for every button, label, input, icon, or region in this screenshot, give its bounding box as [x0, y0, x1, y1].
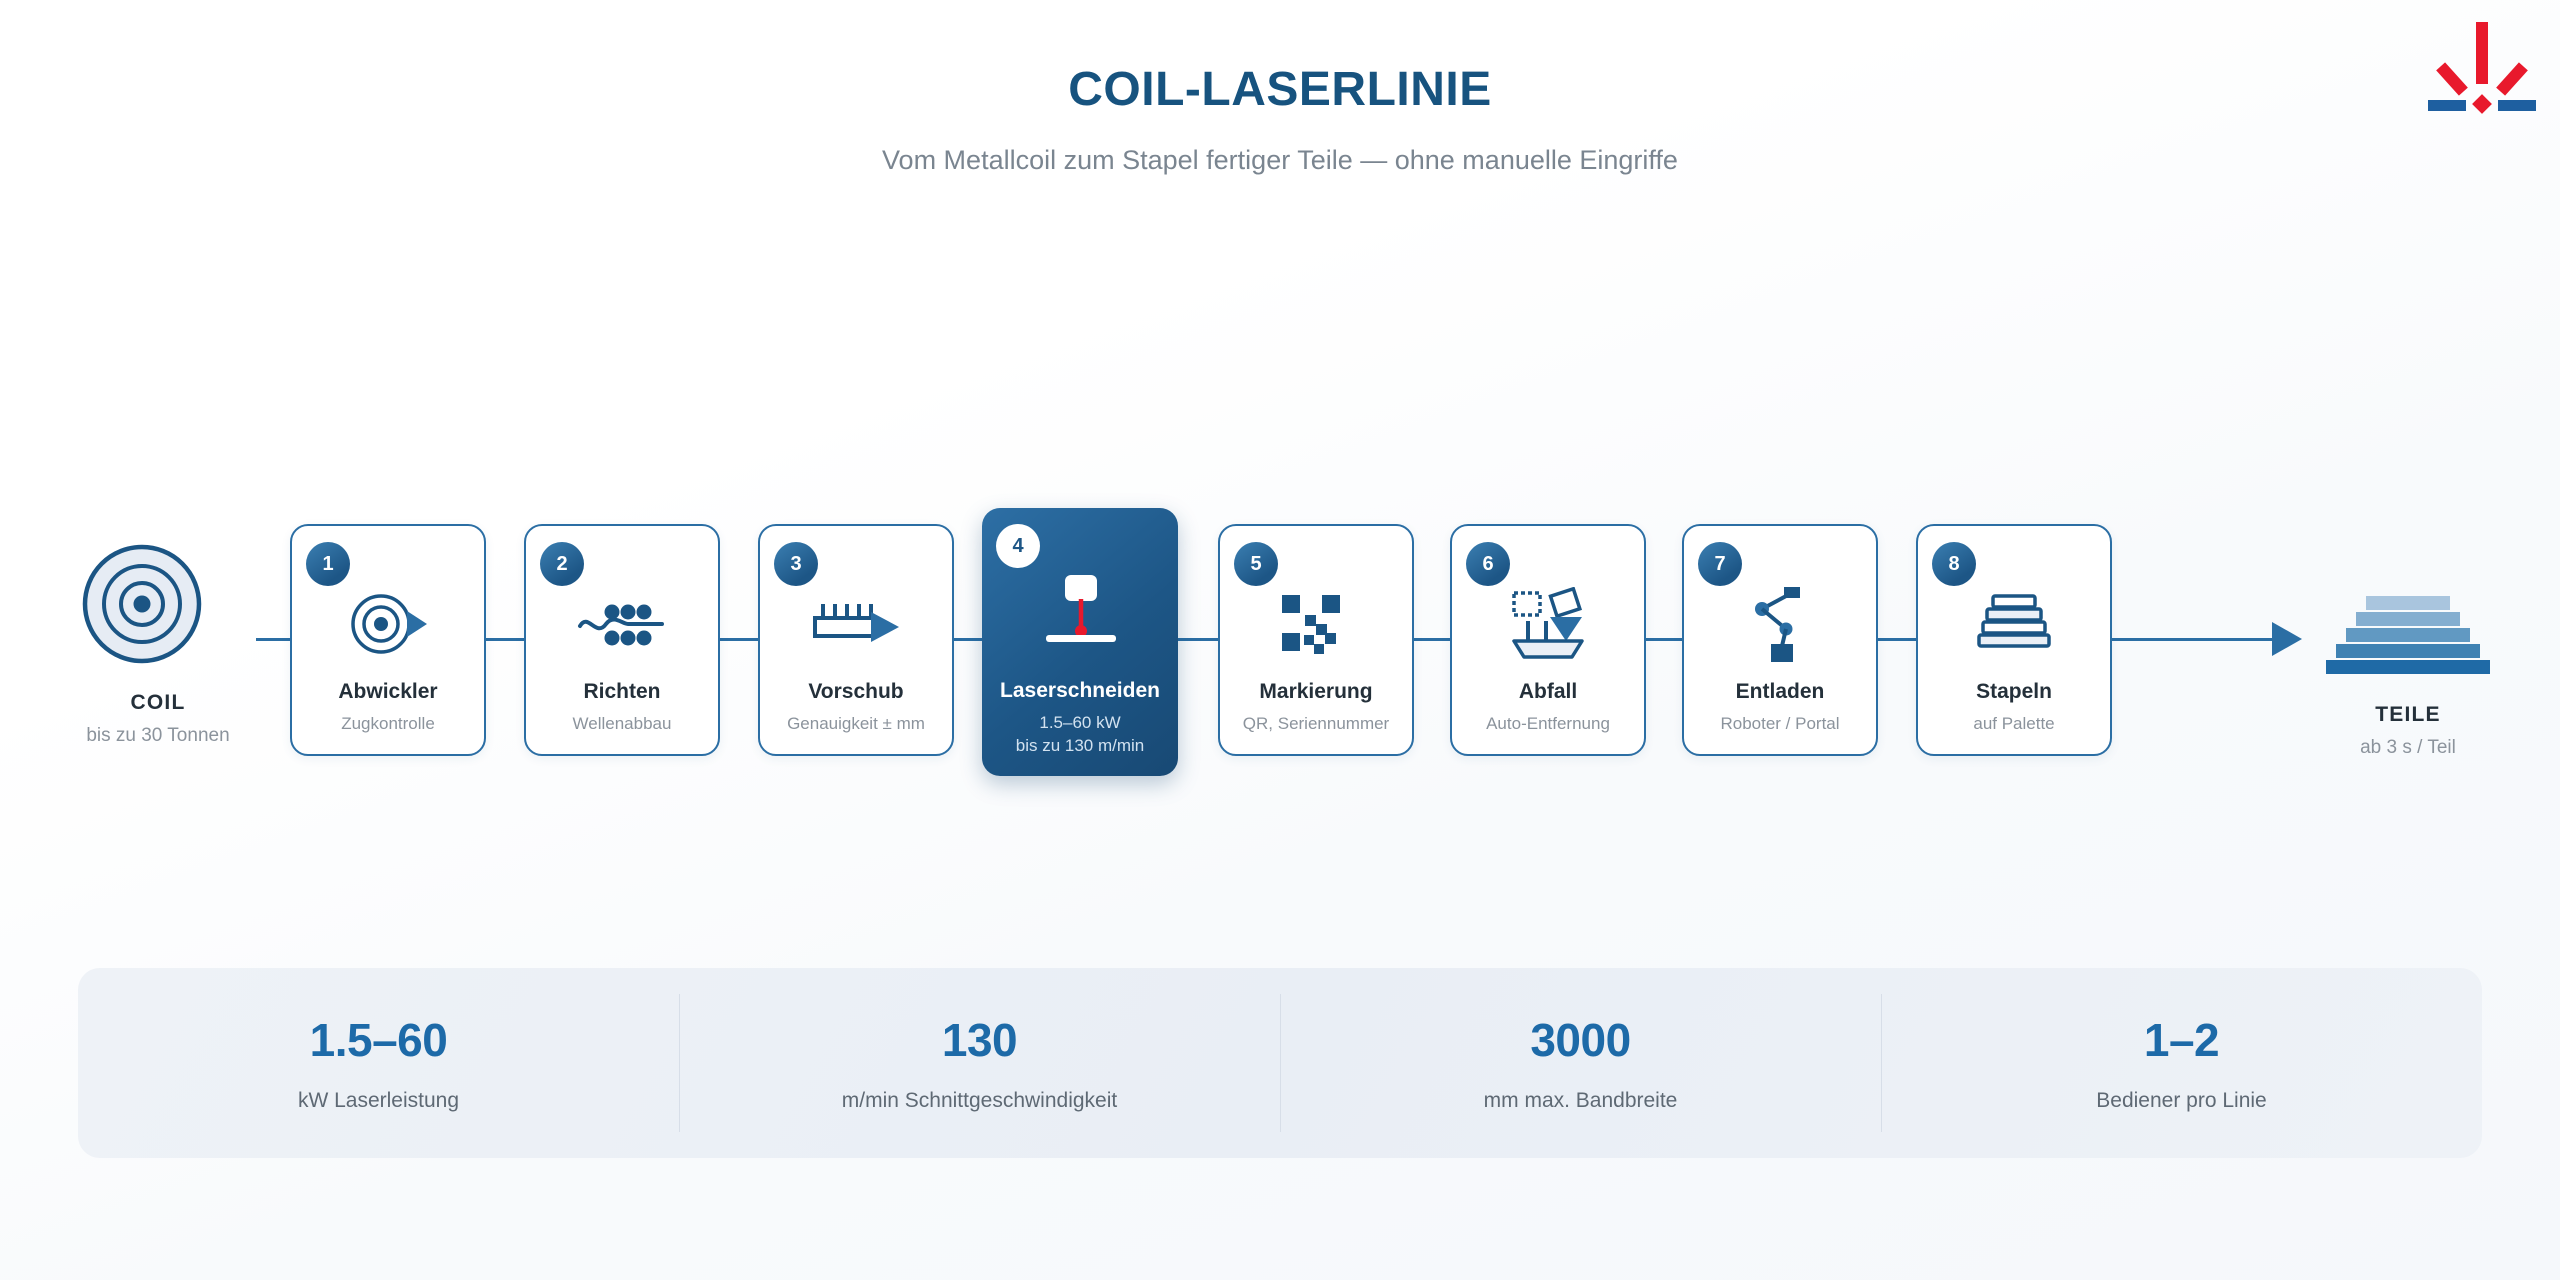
laser-beam-logo [2426, 18, 2538, 120]
step-sub-4-line2: bis zu 130 m/min [1015, 736, 1145, 756]
step-text-1: Abwickler Zugkontrolle [292, 680, 484, 736]
output-sublabel: ab 3 s / Teil [2360, 737, 2456, 758]
parts-stack-icon [2326, 596, 2490, 674]
stat-value-3: 3000 [1530, 1014, 1631, 1066]
stat-label-3: mm max. Bandbreite [1483, 1089, 1678, 1112]
step-badge-3: 3 [774, 542, 818, 586]
stat-value-1: 1.5–60 [309, 1014, 448, 1066]
page-title: COIL-LASERLINIE [1068, 63, 1492, 116]
step-sub-7: Roboter / Portal [1720, 714, 1840, 734]
step-sub-4-line1: 1.5–60 kW [1039, 713, 1121, 733]
flow-step-card-6[interactable]: 6 Abfall Auto-Entfernung [1450, 524, 1646, 756]
stat-item-3: 3000 mm max. Bandbreite [1280, 968, 1881, 1158]
stat-label-1: kW Laserleistung [297, 1089, 460, 1112]
step-badge-7: 7 [1698, 542, 1742, 586]
robot-arm-icon [1684, 582, 1876, 666]
scrap-bin-icon [1452, 582, 1644, 666]
output-label: TEILE [2375, 703, 2441, 726]
flow-step-card-8[interactable]: 8 Stapeln auf Palette [1916, 524, 2112, 756]
step-title-3: Vorschub [808, 679, 904, 703]
coil-sublabel: bis zu 30 Tonnen [86, 725, 230, 746]
step-text-8: Stapeln auf Palette [1918, 680, 2110, 736]
step-text-6: Abfall Auto-Entfernung [1452, 680, 1644, 736]
flow-step-card-1[interactable]: 1 Abwickler Zugkontrolle [290, 524, 486, 756]
flow-arrow-icon [2272, 622, 2302, 656]
step-sub-1: Zugkontrolle [341, 714, 435, 734]
step-title-8: Stapeln [1976, 679, 2052, 703]
step-title-7: Entladen [1735, 679, 1825, 703]
step-text-5: Markierung QR, Seriennummer [1220, 680, 1412, 736]
step-badge-4: 4 [996, 524, 1040, 568]
step-title-1: Abwickler [338, 679, 438, 703]
step-title-2: Richten [583, 679, 661, 703]
stat-item-4: 1–2 Bediener pro Linie [1881, 968, 2482, 1158]
step-sub-3: Genauigkeit ± mm [787, 714, 925, 734]
stat-label-4: Bediener pro Linie [2096, 1089, 2267, 1112]
stat-item-1: 1.5–60 kW Laserleistung [78, 968, 679, 1158]
step-badge-2: 2 [540, 542, 584, 586]
step-badge-1: 1 [306, 542, 350, 586]
flow-step-card-7[interactable]: 7 Entladen Roboter / Portal [1682, 524, 1878, 756]
stat-label-2: m/min Schnittgeschwindigkeit [841, 1089, 1118, 1112]
step-text-4: Laserschneiden 1.5–60 kW bis zu 130 m/mi… [982, 679, 1178, 758]
flow-step-card-3[interactable]: 3 Vorschub Genauigkeit ± mm [758, 524, 954, 756]
step-badge-8: 8 [1932, 542, 1976, 586]
step-text-7: Entladen Roboter / Portal [1684, 680, 1876, 736]
step-sub-4: 1.5–60 kW bis zu 130 m/min [982, 712, 1178, 758]
step-sub-8: auf Palette [1973, 714, 2055, 734]
stat-item-2: 130 m/min Schnittgeschwindigkeit [679, 968, 1280, 1158]
feeder-icon [760, 582, 952, 666]
step-text-2: Richten Wellenabbau [526, 680, 718, 736]
flow-step-card-4[interactable]: 4 Laserschneiden 1.5–60 kW bis zu 130 m/… [982, 508, 1178, 776]
page-header: COIL-LASERLINIE Vom Metallcoil zum Stape… [0, 0, 2560, 210]
flow-step-card-5[interactable]: 5 Markierung QR, Seriennummer [1218, 524, 1414, 756]
uncoiler-icon [292, 582, 484, 666]
step-badge-6: 6 [1466, 542, 1510, 586]
step-sub-2: Wellenabbau [572, 714, 672, 734]
step-sub-5: QR, Seriennummer [1242, 714, 1390, 734]
stat-value-2: 130 [941, 1014, 1018, 1066]
coil-icon [82, 544, 202, 664]
flow-step-card-2[interactable]: 2 Richten Wellenabbau [524, 524, 720, 756]
coil-label: COIL [130, 691, 186, 714]
step-sub-6: Auto-Entfernung [1486, 714, 1610, 734]
page-subtitle: Vom Metallcoil zum Stapel fertiger Teile… [882, 145, 1678, 175]
leveler-icon [526, 582, 718, 666]
flow-output-parts: TEILE ab 3 s / Teil [2308, 594, 2508, 759]
flow-source-coil: COIL bis zu 30 Tonnen [58, 542, 258, 747]
stats-bar: 1.5–60 kW Laserleistung 130 m/min Schnit… [78, 968, 2482, 1158]
qr-code-icon [1220, 582, 1412, 666]
step-text-3: Vorschub Genauigkeit ± mm [760, 680, 952, 736]
stack-icon [1918, 582, 2110, 666]
step-title-5: Markierung [1259, 679, 1373, 703]
stat-value-4: 1–2 [2143, 1014, 2220, 1066]
step-title-6: Abfall [1518, 679, 1578, 703]
step-badge-5: 5 [1234, 542, 1278, 586]
step-title-4: Laserschneiden [1000, 678, 1160, 702]
laser-head-icon [982, 570, 1178, 654]
